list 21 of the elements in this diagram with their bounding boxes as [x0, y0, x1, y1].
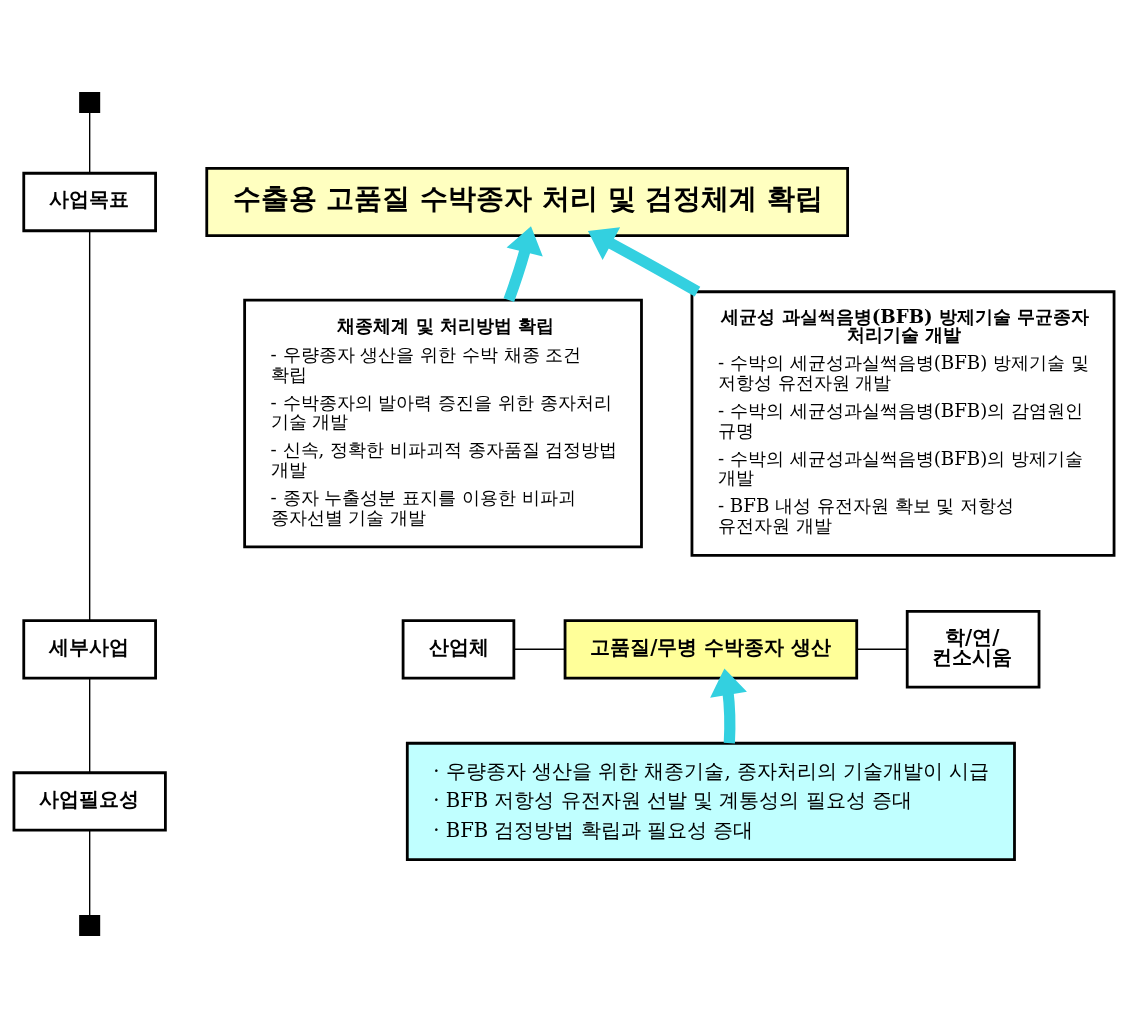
- node-box: [79, 91, 101, 113]
- node-box: 학/연/ 컨소시움: [905, 610, 1041, 689]
- node-box: 고품질/무병 수박종자 생산: [563, 619, 859, 680]
- connector: [88, 829, 91, 917]
- node-box: · 우량종자 생산을 위한 채종기술, 종자처리의 기술개발이 시급 · BFB 저항성 유전자원 선발 및 계통성의 필요성 증대 · BFB 검정방법 확립과 필요성 증대: [405, 741, 1016, 862]
- arrow: [503, 226, 543, 302]
- connector: [88, 230, 91, 621]
- node-box: 사업필요성: [12, 771, 167, 832]
- arrow: [710, 668, 747, 744]
- connector: [513, 648, 566, 651]
- arrow: [587, 227, 701, 297]
- node-box: 채종체계 및 처리방법 확립 - 우량종자 생산을 위한 수박 채종 조건 확립 - 수박종자의 발아력 증진을 위한 종자처리 기술 개발 - 신속, 정확한 비파괴적 종자품질 검정방법 개발 - 종자 누출성분 표지를 이용한 비파괴 종자선별 기술 개발: [243, 298, 643, 549]
- node-box: 산업체: [401, 619, 516, 680]
- connector: [88, 112, 91, 174]
- node-box: 사업목표: [22, 171, 157, 233]
- node-box: 세부사업: [22, 619, 157, 680]
- node-box: [79, 915, 101, 937]
- connector: [88, 677, 91, 774]
- node-box: 세균성 과실썩음병(BFB) 방제기술 무균종자 처리기술 개발 - 수박의 세균성과실썩음병(BFB) 방제기술 및 저항성 유전자원 개발 - 수박의 세균성과실썩음병(BFB)의 감염원인 규명 - 수박의 세균성과실썩음병(BFB)의 방제기술 개발 - BFB 내성 유전자원 확보 및 저항성 유전자원 개발: [690, 290, 1116, 557]
- connector: [856, 648, 908, 651]
- node-box: 수출용 고품질 수박종자 처리 및 검정체계 확립: [205, 166, 849, 238]
